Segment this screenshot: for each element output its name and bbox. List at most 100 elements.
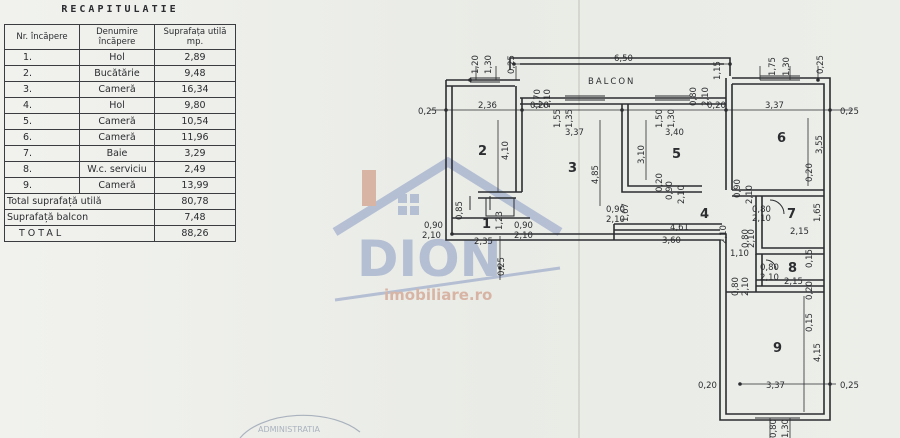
dim-label: 4,15 xyxy=(813,343,823,362)
balcony-label: BALCON xyxy=(588,77,635,87)
kitchen-right-wall xyxy=(515,86,523,192)
dim-label: 4,61 xyxy=(670,223,689,233)
hall-lower-wall xyxy=(614,223,722,231)
room9-window xyxy=(755,413,800,419)
dim-tick xyxy=(444,108,448,112)
room3-balcony-door xyxy=(565,95,605,101)
dim-label: 3,40 xyxy=(665,128,684,138)
dim-label: 1,50 xyxy=(655,109,665,128)
room-number-1: 1 xyxy=(482,217,491,232)
dim-line xyxy=(475,66,517,80)
recap-title: RECAPITULATIE xyxy=(61,4,179,15)
dim-label: 1,10 xyxy=(730,249,749,259)
watermark-site: imobiliare.ro xyxy=(384,286,492,304)
grand-total-label: TOTAL xyxy=(4,225,155,242)
dim-label: 0,15 xyxy=(805,249,815,268)
grand-total-value: 88,26 xyxy=(154,225,236,242)
dim-label: 1,65 xyxy=(813,203,823,222)
dim-label: 2,10 xyxy=(606,215,625,225)
kitchen-top-wall xyxy=(446,79,520,87)
dim-tick xyxy=(512,62,516,66)
dim-label: 0,25 xyxy=(840,381,859,391)
room6-window xyxy=(760,75,800,81)
dim-label: 0,20 xyxy=(655,173,665,192)
openings xyxy=(469,75,800,419)
dim-label: 4,85 xyxy=(591,165,601,184)
dim-tick xyxy=(468,78,472,82)
room-number-4: 4 xyxy=(700,207,709,222)
dim-label: 2,10 xyxy=(745,185,755,204)
dim-label: 0,25 xyxy=(507,55,517,74)
dim-label: 0,80 xyxy=(741,229,751,248)
dim-label: 0,25 xyxy=(840,107,859,117)
dim-label: 2,35 xyxy=(474,237,493,247)
dim-label: 2,10 xyxy=(741,277,751,296)
dimension-ticks xyxy=(444,62,832,386)
cell-area: 10,54 xyxy=(154,113,236,130)
watermark-swoosh xyxy=(334,266,561,302)
room-number-5: 5 xyxy=(672,147,681,162)
dimension-lines xyxy=(430,63,852,438)
dim-label: 1,23 xyxy=(495,211,505,230)
balcony-wall xyxy=(520,97,726,105)
room-number-9: 9 xyxy=(773,341,782,356)
dim-label: 0,90 xyxy=(606,205,625,215)
dim-label: 2,10 xyxy=(422,231,441,241)
dim-label: 2,10 xyxy=(760,273,779,283)
dim-tick xyxy=(816,78,820,82)
stamp-text: ADMINISTRATIA xyxy=(258,425,321,434)
dim-tick xyxy=(620,108,624,112)
dim-label: 3,10 xyxy=(637,145,647,164)
dim-label: 1,30 xyxy=(667,109,677,128)
dim-tick xyxy=(828,108,832,112)
watermark-window-icon xyxy=(410,194,419,203)
dim-label: 2,15 xyxy=(784,277,803,287)
recap-table: Nr. încăpere Denumire încăpere Suprafața… xyxy=(4,24,236,242)
dim-tick xyxy=(450,232,454,236)
dim-label: 0,90 xyxy=(514,221,533,231)
watermark-roof-icon xyxy=(332,156,563,236)
balcony-outline xyxy=(509,57,731,76)
watermark-chimney-icon xyxy=(362,170,376,206)
room6-left-wall xyxy=(725,78,733,190)
dim-label: 0,25 xyxy=(816,55,826,74)
dim-label: 0,90 xyxy=(733,179,743,198)
dim-label: 0,85 xyxy=(455,201,465,220)
paper-fold xyxy=(578,0,580,438)
dim-label: 0,80 xyxy=(752,205,771,215)
dim-tick xyxy=(738,382,742,386)
dim-label: 1,30 xyxy=(484,55,494,74)
kitchen-window xyxy=(470,77,500,83)
dim-label: 0,80 xyxy=(769,419,779,438)
dim-label: 0,20 xyxy=(698,381,717,391)
dim-label: 1,20 xyxy=(471,55,481,74)
dim-tick xyxy=(728,62,732,66)
walls xyxy=(445,57,831,421)
dim-label: 0,70 xyxy=(533,89,543,108)
dim-label: 2,10 xyxy=(514,231,533,241)
dim-label: 0,80 xyxy=(731,277,741,296)
dim-label: 1,30 xyxy=(781,419,791,438)
header-area: Suprafața utilă mp. xyxy=(154,24,236,50)
dim-label: 0,25 xyxy=(497,257,507,276)
dim-label: 1,35 xyxy=(565,109,575,128)
room-number-7: 7 xyxy=(787,207,796,222)
dim-label: 1,67 xyxy=(621,203,631,222)
watermark-window-icon xyxy=(398,206,407,215)
room-number-6: 6 xyxy=(777,131,786,146)
dim-label: 3,60 xyxy=(662,236,681,246)
dim-label: 3,55 xyxy=(815,135,825,154)
dim-label: 3,37 xyxy=(765,101,784,111)
dim-label: 1,15 xyxy=(713,61,723,80)
room6-bottom-wall xyxy=(732,189,824,197)
watermark-window-icon xyxy=(398,194,407,203)
room-number-8: 8 xyxy=(788,261,797,276)
dim-label: 2,15 xyxy=(790,227,809,237)
